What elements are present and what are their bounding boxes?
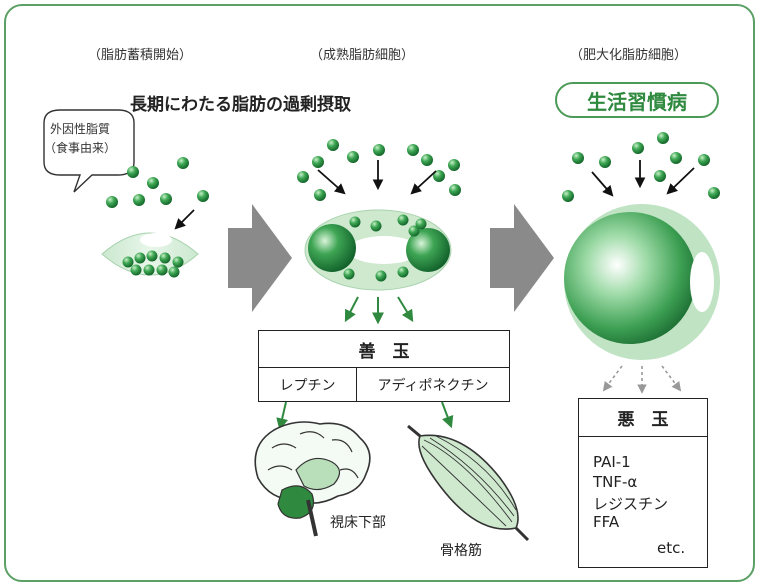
speech-bubble <box>43 109 135 193</box>
progression-arrow-2 <box>490 204 554 312</box>
stage1-lipid-droplets <box>106 157 209 208</box>
hypothalamus-label: 視床下部 <box>330 515 386 531</box>
stage1-label: （脂肪蓄積開始） <box>88 48 193 63</box>
stage3-secretion-arrows <box>602 365 682 394</box>
skeletal-muscle-label: 骨格筋 <box>440 543 482 559</box>
progression-arrow-1 <box>228 204 292 312</box>
stage1-fat-cell <box>101 232 199 278</box>
stage2-secretion-arrows <box>344 296 414 325</box>
leptin-to-brain-arrow <box>276 401 289 431</box>
adiponectin-label: アディポネクチン <box>377 377 489 394</box>
bad-item-ffa: FFA <box>593 513 620 531</box>
bubble-line2: （食事由来） <box>44 141 117 155</box>
stage3-lipid-droplets <box>562 132 720 202</box>
stage3-hypertrophic-cell <box>564 204 720 360</box>
stage1-intake-arrow <box>174 209 195 230</box>
bad-adipokine-box: 悪 玉 PAI-1 TNF-α レジスチン FFA etc. <box>578 398 708 568</box>
lifestyle-disease-badge: 生活習慣病 <box>555 82 719 118</box>
bubble-line1: 外因性脂質 <box>50 122 111 136</box>
good-adipokine-box: 善 玉 レプチン アディポネクチン <box>258 330 510 402</box>
adiponectin-to-muscle-arrow <box>441 401 454 429</box>
muscle-illustration <box>407 424 530 542</box>
stage3-intake-arrows <box>591 160 695 197</box>
headline: 長期にわたる脂肪の過剰摂取 <box>130 95 351 115</box>
brain-illustration <box>254 421 371 537</box>
bad-title: 悪 玉 <box>579 399 707 437</box>
bad-item-resistin: レジスチン <box>593 495 669 513</box>
bad-item-tnf: TNF-α <box>593 473 638 491</box>
good-title: 善 玉 <box>259 331 509 368</box>
bad-item-pai1: PAI-1 <box>593 453 631 471</box>
stage2-fat-cell <box>304 209 452 291</box>
leptin-label: レプチン <box>259 368 357 401</box>
stage2-intake-arrows <box>317 160 437 195</box>
stage2-label: （成熟脂肪細胞） <box>310 48 415 63</box>
stage3-label: （肥大化脂肪細胞） <box>570 48 688 63</box>
diagram-frame <box>4 4 755 582</box>
stage2-lipid-droplets <box>297 139 461 201</box>
bad-item-etc: etc. <box>657 539 686 557</box>
